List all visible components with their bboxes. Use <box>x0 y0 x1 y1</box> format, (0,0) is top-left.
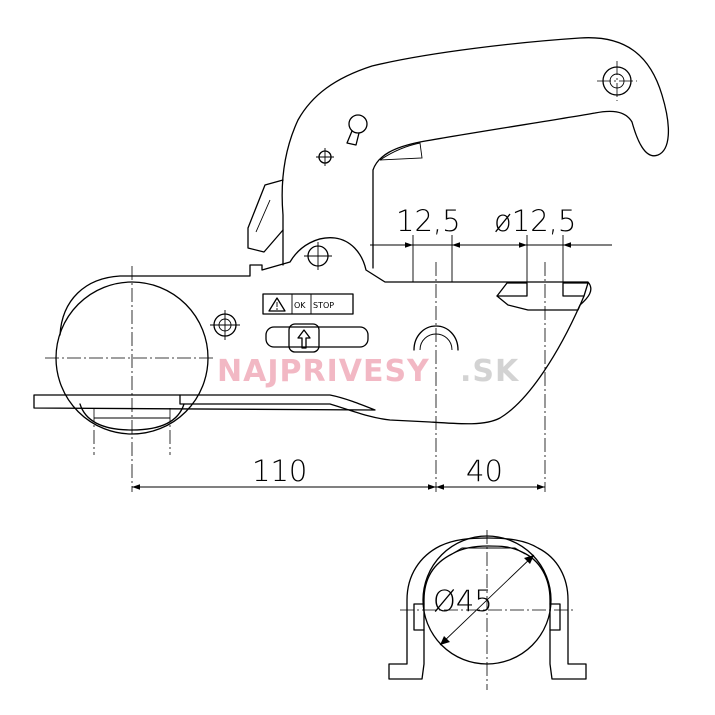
dim-bolt-hole: 12,5 <box>396 204 461 238</box>
dim-bolt-to-bolt: 40 <box>466 454 503 488</box>
dim-ball-diameter: Ø45 <box>433 584 493 618</box>
socket-shell-section <box>388 537 587 680</box>
dim-ball-to-bolt: 110 <box>252 454 307 488</box>
watermark-tld: .SK <box>460 354 520 389</box>
indicator-stop-text: STOP <box>313 301 334 310</box>
side-view: OK STOP 12,5 ø12,5 110 40 <box>33 37 670 492</box>
indicator-label: OK STOP <box>262 293 354 315</box>
indicator-slot <box>265 323 369 353</box>
rear-bolt-hole <box>413 325 459 351</box>
drawbar-plate <box>33 394 376 411</box>
handle-lever <box>281 37 670 269</box>
watermark-brand: NAJPRIVESY <box>217 354 430 389</box>
coupling-housing <box>59 237 592 425</box>
keyhole-icon <box>346 114 368 146</box>
bolt-hole-section <box>496 282 528 297</box>
dim-bolt-hole-diameter: ø12,5 <box>494 204 576 238</box>
cross-section-view: Ø45 <box>388 530 587 690</box>
indicator-ok-text: OK <box>294 301 306 310</box>
safety-tab <box>247 179 284 253</box>
up-arrow-icon <box>297 329 311 349</box>
warning-icon <box>268 297 286 312</box>
watermark: NAJPRIVESY .SK <box>217 354 520 389</box>
socket-cup <box>79 403 185 431</box>
handle-inner-edge <box>379 142 423 161</box>
